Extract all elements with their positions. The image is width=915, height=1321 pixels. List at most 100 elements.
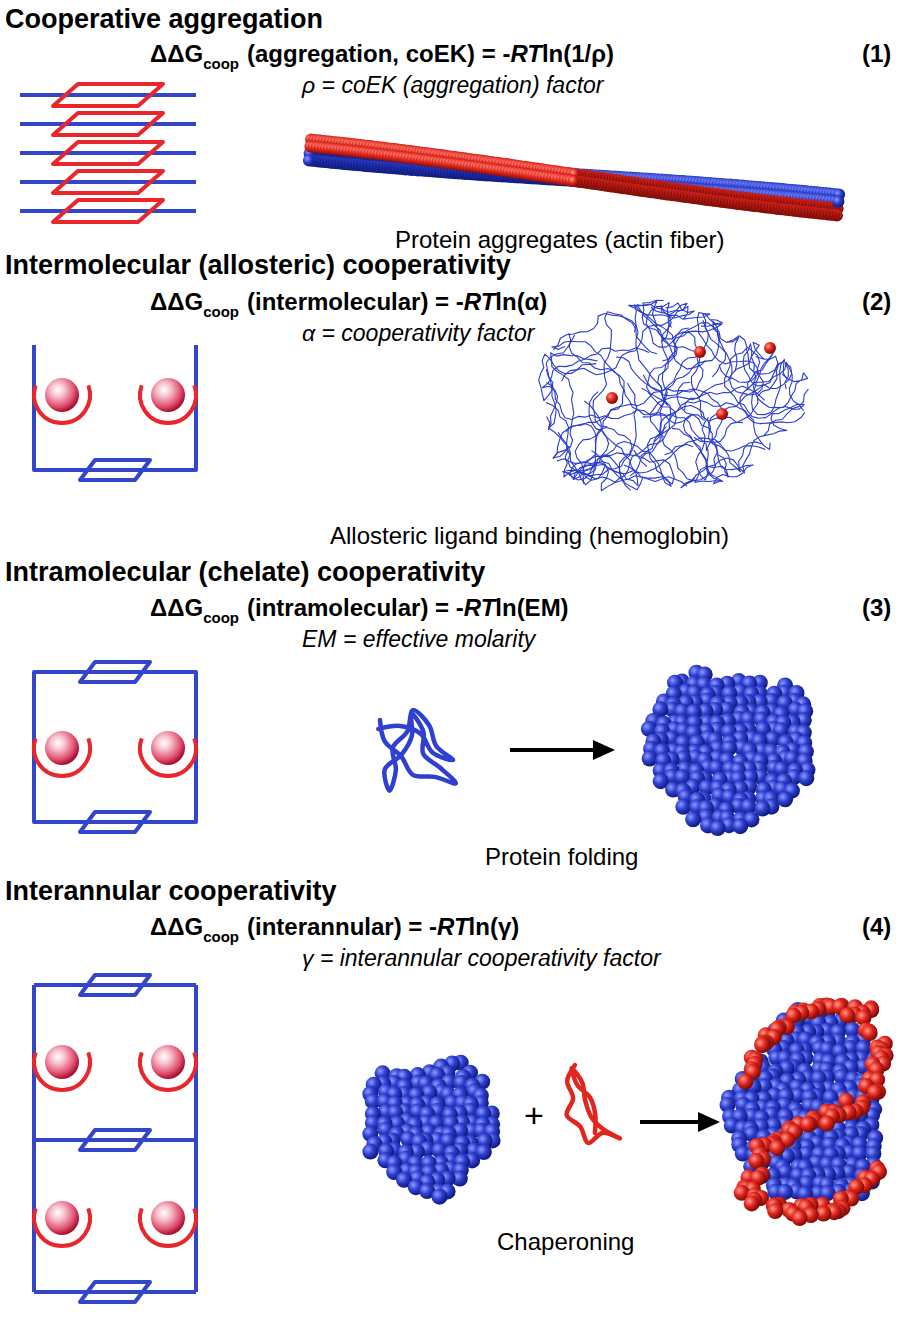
label-slot: Allosteric ligand binding (hemoglobin) <box>330 522 729 550</box>
equation-part: (interannular) = - <box>247 913 437 941</box>
backbone-wire <box>591 405 704 490</box>
section-heading: Cooperative aggregation <box>5 4 323 34</box>
blue-frame <box>34 1290 196 1294</box>
heme-groups <box>606 342 776 420</box>
backbone-wire <box>643 322 726 417</box>
equation-number: (3) <box>862 594 891 621</box>
backbone-wire <box>739 389 809 473</box>
equation-row: ΔΔGcoop(intramolecular) = -RTln(EM) <box>150 594 569 622</box>
blue-strand <box>20 180 196 184</box>
equation-row: ΔΔGcoop(interannular) = -RTln(γ) <box>150 913 519 941</box>
ligand-ball <box>45 731 79 765</box>
equation-part: (intermolecular) = - <box>247 288 464 316</box>
hemoglobin-wireframe <box>539 300 809 490</box>
label-slot: Cooperative aggregation <box>5 4 323 35</box>
blue-plate <box>80 975 150 995</box>
section-heading: Interannular cooperativity <box>5 876 337 906</box>
actin-fiber <box>303 134 845 222</box>
section-heading: Intermolecular (allosteric) cooperativit… <box>5 250 511 280</box>
atom-sphere <box>767 1203 783 1219</box>
blue-strand <box>20 122 196 126</box>
client-chain <box>567 1065 620 1143</box>
heme-dot <box>716 408 728 420</box>
section-heading: Intramolecular (chelate) cooperativity <box>5 557 485 587</box>
equation-symbol: ΔΔG <box>150 288 203 316</box>
equation-number: (1) <box>862 40 891 67</box>
label-slot: γ = interannular cooperativity factor <box>302 945 661 971</box>
label-slot: (3) <box>862 594 891 622</box>
red-plate <box>53 171 163 193</box>
protein-chain <box>567 1065 620 1143</box>
ligand-ball <box>45 1045 79 1079</box>
backbone-wire <box>557 401 638 486</box>
blue-plate <box>80 1282 150 1302</box>
backbone-wire <box>546 369 647 471</box>
atom-sphere <box>819 1115 835 1131</box>
atom-sphere <box>744 1195 760 1211</box>
subscript: coop <box>203 303 239 320</box>
atom-sphere <box>732 818 748 834</box>
backbone-wire <box>562 303 687 381</box>
subscript: coop <box>203 928 239 945</box>
backbone-wire <box>634 305 677 442</box>
interannular-schematic <box>34 975 196 1302</box>
blue-frame <box>34 1138 196 1142</box>
client-chain <box>734 998 894 1226</box>
figure-caption: Protein folding <box>485 843 638 870</box>
label-slot: + <box>524 1096 544 1135</box>
label-slot: Chaperoning <box>497 1228 634 1256</box>
backbone-wire <box>558 383 637 477</box>
equation-part: RT <box>464 288 496 316</box>
equation-row: ΔΔGcoop(aggregation, coEK) = -RTln(1/ρ) <box>150 40 614 68</box>
actin-subunit <box>303 154 315 166</box>
blue-strand <box>20 151 196 155</box>
backbone-wire <box>694 347 785 442</box>
label-slot: (2) <box>862 288 891 316</box>
backbone-wire <box>683 415 743 480</box>
backbone-wire <box>553 314 668 406</box>
equation-part: ln(1/ρ) <box>542 40 614 68</box>
ligand-ball <box>151 731 185 765</box>
ligand-ball <box>151 1201 185 1235</box>
red-plate <box>53 142 163 164</box>
equation-part: RT <box>437 913 469 941</box>
heme-dot <box>694 346 706 358</box>
chaperone-body <box>720 1002 884 1202</box>
symbol-definition: α = cooperativity factor <box>302 320 534 346</box>
blue-plate <box>80 1130 150 1150</box>
atom-sphere <box>685 811 701 827</box>
backbone-wire <box>546 403 596 485</box>
actin-subunit <box>832 196 844 208</box>
heme-dot <box>606 392 618 404</box>
atom-sphere <box>432 1189 448 1205</box>
equation-part: RT <box>464 594 496 622</box>
figure-caption: Chaperoning <box>497 1228 634 1255</box>
subscript: coop <box>203 55 239 72</box>
equation-part: ln(γ) <box>469 913 520 941</box>
blue-strand <box>20 93 196 97</box>
backbone-wire <box>570 456 687 486</box>
chaperone-complex <box>720 998 894 1226</box>
equation-part: ln(α) <box>495 288 547 316</box>
label-slot: (4) <box>862 913 891 941</box>
red-plate <box>53 84 163 106</box>
atom-sphere <box>777 791 793 807</box>
atom-sphere <box>748 1153 764 1169</box>
atom-sphere <box>800 1116 816 1132</box>
backbone-wire <box>539 335 597 401</box>
atom-sphere <box>362 1144 378 1160</box>
chelate-schematic <box>34 662 196 832</box>
actin-subunit <box>568 175 580 187</box>
label-slot: α = cooperativity factor <box>302 320 534 346</box>
arrow-head <box>698 1112 720 1132</box>
heme-dot <box>764 342 776 354</box>
allosteric-schematic <box>34 345 196 480</box>
label-slot: ρ = coEK (aggregation) factor <box>302 72 603 98</box>
figure-caption: Protein aggregates (actin fiber) <box>395 226 725 253</box>
equation-part: RT <box>510 40 542 68</box>
blue-frame <box>34 672 196 822</box>
blue-plate <box>80 662 150 682</box>
